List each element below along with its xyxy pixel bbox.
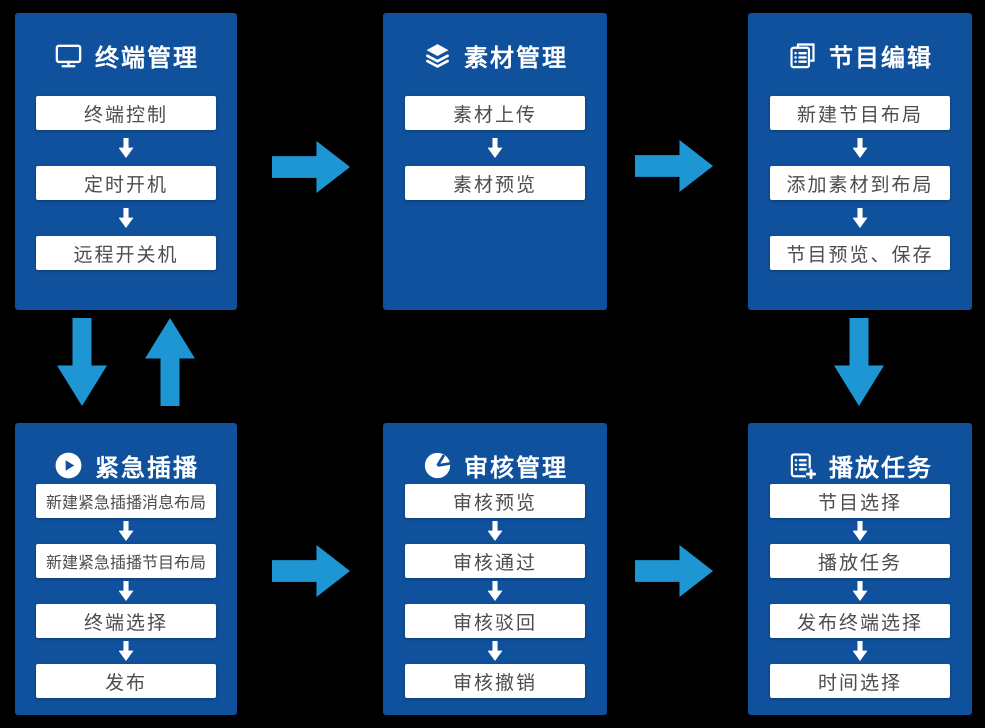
down-arrow-icon (118, 138, 134, 158)
step-list: 审核预览 审核通过 审核驳回 审核撤销 (405, 484, 585, 698)
down-arrow-icon (487, 521, 503, 541)
play-circle-icon (53, 450, 84, 481)
playlist-add-icon (787, 450, 818, 481)
step-box: 素材上传 (405, 96, 585, 130)
down-arrow-icon (118, 208, 134, 228)
step-box: 新建紧急插播消息布局 (36, 484, 216, 518)
down-arrow-icon (118, 521, 134, 541)
flow-arrow-down-icon (834, 318, 884, 406)
panel-playback-task: 播放任务 节目选择 播放任务 发布终端选择 时间选择 (748, 423, 972, 715)
step-box: 审核驳回 (405, 604, 585, 638)
step-list: 新建紧急插播消息布局 新建紧急插播节目布局 终端选择 发布 (36, 484, 216, 698)
step-box: 定时开机 (36, 166, 216, 200)
step-box: 新建节目布局 (770, 96, 950, 130)
panel-header: 节目编辑 (787, 38, 933, 72)
pie-chart-icon (422, 450, 453, 481)
panel-header: 素材管理 (422, 38, 568, 72)
step-box: 终端选择 (36, 604, 216, 638)
step-box: 添加素材到布局 (770, 166, 950, 200)
panel-title: 终端管理 (95, 43, 199, 72)
step-box: 审核通过 (405, 544, 585, 578)
panel-terminal-management: 终端管理 终端控制 定时开机 远程开关机 (15, 13, 237, 310)
panel-material-management: 素材管理 素材上传 素材预览 (383, 13, 607, 310)
flow-arrow-right-icon (272, 545, 350, 597)
step-box: 素材预览 (405, 166, 585, 200)
panel-title: 紧急插播 (95, 453, 199, 482)
down-arrow-icon (487, 581, 503, 601)
panel-title: 播放任务 (829, 453, 933, 482)
step-box: 时间选择 (770, 664, 950, 698)
step-box: 远程开关机 (36, 236, 216, 270)
panel-title: 素材管理 (464, 43, 568, 72)
down-arrow-icon (852, 581, 868, 601)
layers-icon (422, 40, 453, 71)
panel-review-management: 审核管理 审核预览 审核通过 审核驳回 审核撤销 (383, 423, 607, 715)
step-list: 素材上传 素材预览 (405, 96, 585, 200)
panel-header: 终端管理 (53, 38, 199, 72)
down-arrow-icon (118, 581, 134, 601)
flow-arrow-down-icon (57, 318, 107, 406)
panel-title: 审核管理 (464, 453, 568, 482)
step-box: 发布终端选择 (770, 604, 950, 638)
step-box: 节目预览、保存 (770, 236, 950, 270)
panel-header: 审核管理 (422, 448, 568, 482)
down-arrow-icon (852, 138, 868, 158)
down-arrow-icon (852, 641, 868, 661)
down-arrow-icon (852, 208, 868, 228)
down-arrow-icon (487, 641, 503, 661)
panel-header: 紧急插播 (53, 448, 199, 482)
step-list: 节目选择 播放任务 发布终端选择 时间选择 (770, 484, 950, 698)
step-box: 终端控制 (36, 96, 216, 130)
flow-arrow-right-icon (635, 140, 713, 192)
flow-arrow-right-icon (272, 141, 350, 193)
step-box: 审核撤销 (405, 664, 585, 698)
step-box: 发布 (36, 664, 216, 698)
step-box: 新建紧急插播节目布局 (36, 544, 216, 578)
step-box: 节目选择 (770, 484, 950, 518)
step-box: 审核预览 (405, 484, 585, 518)
panel-header: 播放任务 (787, 448, 933, 482)
panel-title: 节目编辑 (829, 43, 933, 72)
down-arrow-icon (118, 641, 134, 661)
panel-program-editing: 节目编辑 新建节目布局 添加素材到布局 节目预览、保存 (748, 13, 972, 310)
flow-arrow-right-icon (635, 545, 713, 597)
program-edit-icon (787, 40, 818, 71)
step-list: 终端控制 定时开机 远程开关机 (36, 96, 216, 270)
flow-arrow-up-icon (145, 318, 195, 406)
down-arrow-icon (852, 521, 868, 541)
panel-emergency-broadcast: 紧急插播 新建紧急插播消息布局 新建紧急插播节目布局 终端选择 发布 (15, 423, 237, 715)
step-box: 播放任务 (770, 544, 950, 578)
down-arrow-icon (487, 138, 503, 158)
step-list: 新建节目布局 添加素材到布局 节目预览、保存 (770, 96, 950, 270)
monitor-icon (53, 40, 84, 71)
